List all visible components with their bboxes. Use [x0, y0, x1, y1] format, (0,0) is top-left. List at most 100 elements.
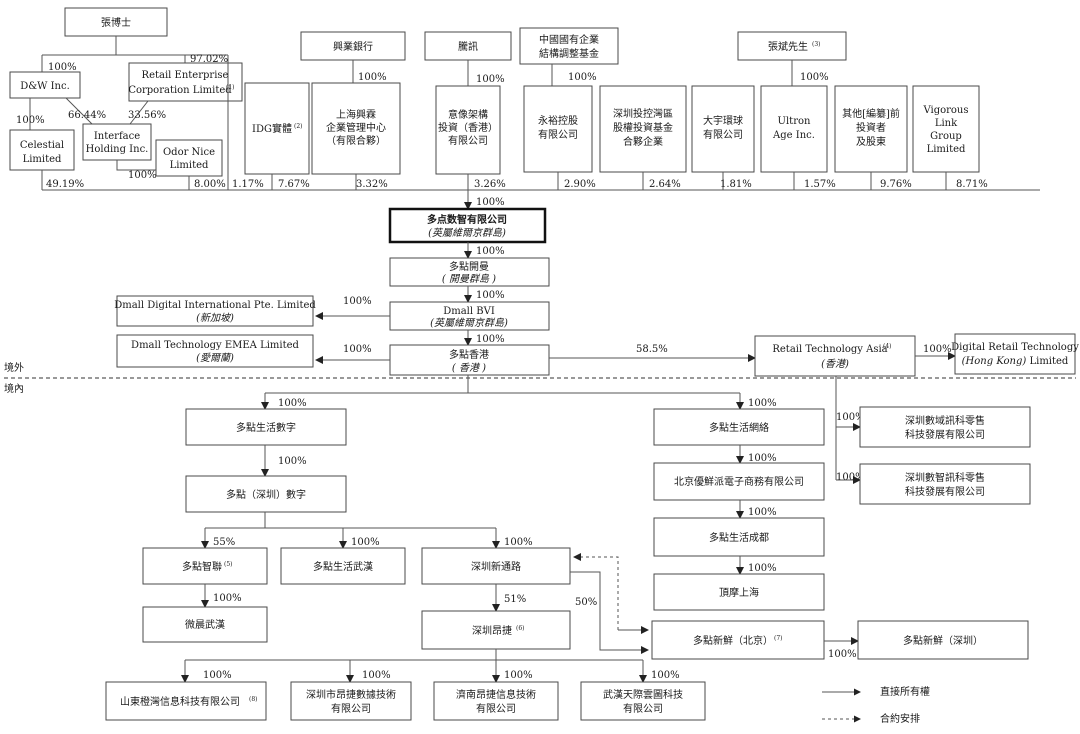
celestial-box — [9, 129, 75, 171]
shanghai-xinglin-label-3: （有限合夥） — [326, 134, 386, 147]
shenzhen-shuzi-bus — [205, 512, 496, 529]
mr-zhang-bin-label: 張斌先生 — [768, 40, 808, 53]
dayu-box — [691, 85, 755, 173]
vigorous-label-4: Limited — [927, 144, 966, 155]
wuhan-tianji-box — [580, 681, 706, 721]
dr-zhang-lines — [42, 36, 228, 56]
pct-dayu: 1.81% — [720, 179, 752, 190]
dmall-bvi-label: Dmall BVI — [443, 306, 495, 317]
sz-angjie-data-box — [290, 681, 412, 721]
angjie-label: 深圳昂捷 — [472, 624, 512, 637]
pct-rec: 1.17% — [232, 179, 264, 190]
pct-to-jinan: 100% — [504, 670, 533, 681]
xinxian-sz-box — [857, 620, 1029, 660]
jinan-angjie-box — [433, 681, 559, 721]
pct-to-emea: 100% — [343, 344, 372, 355]
drt-label-1: Digital Retail Technology — [951, 342, 1079, 353]
wuhan-label: 多點生活武漢 — [313, 560, 373, 573]
onshore-bus-line — [265, 375, 740, 394]
offshore-label: 境外 — [4, 361, 24, 374]
sz-angjie-data-label-1: 深圳市昂捷數據技術 — [306, 688, 396, 701]
dmall-bvi-sub: (英屬維爾京群島) — [430, 317, 508, 329]
pct-to-bvi: 100% — [476, 290, 505, 301]
pct-to-sz-data: 100% — [362, 670, 391, 681]
line-rec-to-interface — [129, 100, 149, 125]
kaiman-sub: ( 開曼群島 ) — [442, 273, 496, 285]
sasac-fund-box — [519, 27, 619, 65]
pct-to-xintonglu: 100% — [504, 537, 533, 548]
pct-yongyu: 2.90% — [564, 179, 596, 190]
pct-ib-to-xinglin: 100% — [358, 72, 387, 83]
shenzhen-shuzi-box — [185, 475, 347, 513]
pct-shenzhen-fund: 2.64% — [649, 179, 681, 190]
celestial-label-1: Celestial — [20, 140, 64, 151]
wuhan-box — [280, 547, 406, 585]
shuzi-label: 多點生活數字 — [236, 421, 296, 434]
shuzhi-label-1: 深圳數智訊科零售 — [905, 471, 985, 484]
mr-zhang-bin-box — [737, 31, 847, 61]
pct-to-kaiman: 100% — [476, 246, 505, 257]
yongyu-label-2: 有限公司 — [538, 128, 578, 141]
xinxian-bj-note: (7) — [774, 635, 783, 642]
pct-to-shuzi: 100% — [278, 398, 307, 409]
pct-to-dingmo: 100% — [748, 563, 777, 574]
pct-dr-to-dw: 100% — [48, 62, 77, 73]
youxianpai-box — [653, 462, 825, 501]
yongyu-label-1: 永裕控股 — [538, 114, 578, 127]
angjie-note: (6) — [516, 625, 525, 632]
pct-ultron: 1.57% — [804, 179, 836, 190]
shuzhi-label-2: 科技發展有限公司 — [905, 485, 985, 498]
dayu-label-1: 大宇環球 — [703, 114, 743, 127]
interface-label-1: Interface — [94, 131, 140, 142]
pct-xinglin: 3.32% — [356, 179, 388, 190]
pct-to-weichen: 100% — [213, 593, 242, 604]
pct-to-rta: 58.5% — [636, 344, 668, 355]
dmall-emea-sub: (愛爾蘭) — [196, 352, 234, 364]
drt-label-2-italic: (Hong Kong) — [962, 356, 1027, 367]
pct-to-youxianpai: 100% — [748, 453, 777, 464]
pct-dw-to-interface: 66.44% — [68, 110, 106, 121]
weichen-box — [142, 606, 268, 643]
shenzhen-fund-box — [599, 85, 687, 173]
other-investors-label-2: 投資者 — [856, 121, 886, 134]
drt-label-2: (Hong Kong) Limited — [962, 356, 1069, 367]
company-sub: (英屬維爾京群島) — [428, 227, 506, 239]
dmall-hk-sub: ( 香港 ) — [452, 362, 486, 374]
pct-idg: 7.67% — [278, 179, 310, 190]
shuyu-box — [859, 406, 1031, 448]
company-label: 多点数智有限公司 — [427, 213, 507, 226]
vigorous-label-2: Link — [935, 118, 958, 129]
pct-tc-to-yixiang: 100% — [476, 74, 505, 85]
wuhan-tianji-label-2: 有限公司 — [623, 702, 663, 715]
youxianpai-label: 北京優鮮派電子商務有限公司 — [674, 475, 804, 488]
legend-contractual-label: 合約安排 — [880, 712, 920, 725]
arrow-xintonglu-to-xinxian — [570, 571, 649, 654]
pct-yixiang: 3.26% — [474, 179, 506, 190]
odor-nice-label-2: Limited — [170, 160, 209, 171]
dmall-intl-label: Dmall Digital International Pte. Limited — [114, 300, 316, 311]
angjie-bus-line — [185, 649, 643, 661]
xinxian-bj-box — [651, 620, 825, 660]
yixiang-label-2: 投資（香港） — [438, 121, 498, 134]
ultron-label-2: Age Inc. — [772, 130, 815, 141]
contractual-arrow-to-xintonglu — [573, 553, 648, 631]
ultron-label-1: Ultron — [778, 116, 811, 127]
shenzhen-fund-label-3: 合夥企業 — [623, 135, 663, 148]
shanghai-xinglin-box — [311, 82, 401, 175]
xintonglu-label: 深圳新通路 — [471, 560, 521, 573]
xinxian-sz-label: 多點新鮮（深圳） — [903, 634, 983, 647]
idg-label: IDG實體 — [252, 122, 292, 135]
pct-to-hk: 100% — [476, 334, 505, 345]
pct-dw-to-celestial: 100% — [16, 115, 45, 126]
pct-to-intl: 100% — [343, 296, 372, 307]
pct-odor-nice: 8.00% — [194, 179, 226, 190]
yixiang-label-3: 有限公司 — [448, 134, 488, 147]
shenzhen-fund-label-1: 深圳投控灣區 — [613, 107, 673, 120]
vigorous-box — [912, 85, 980, 173]
idg-box — [244, 82, 310, 175]
tencent-label: 騰訊 — [458, 40, 478, 53]
odor-nice-label-1: Odor Nice — [163, 147, 215, 158]
idg-note: (2) — [294, 123, 303, 130]
pct-to-wuhan: 100% — [351, 537, 380, 548]
dmall-emea-label: Dmall Technology EMEA Limited — [131, 340, 299, 351]
